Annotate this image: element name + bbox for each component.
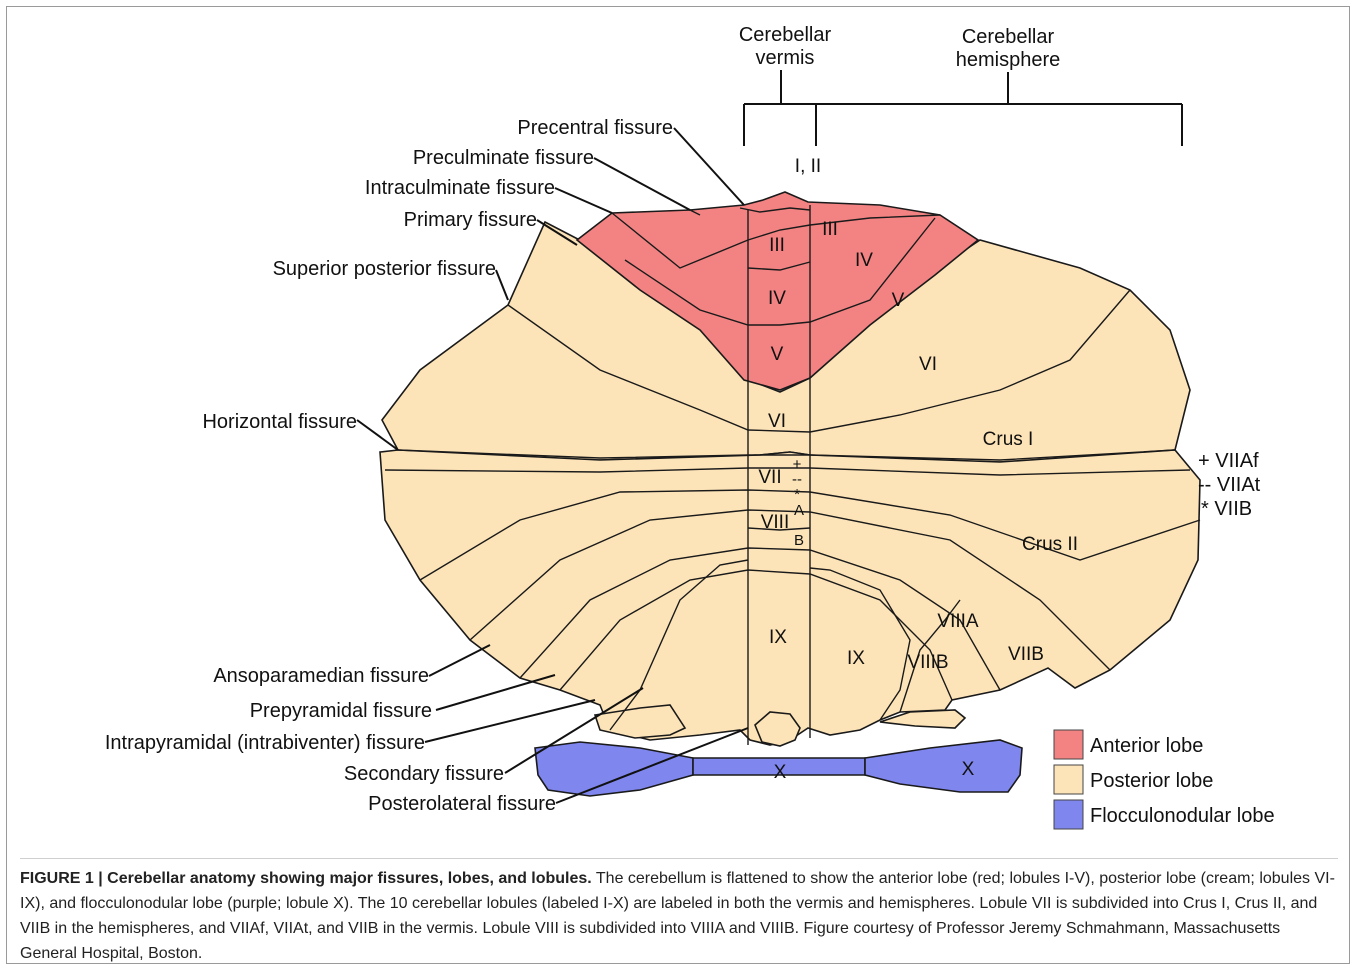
figure-caption: FIGURE 1 | Cerebellar anatomy showing ma…: [20, 866, 1338, 966]
leader-intrapyramidal: [424, 699, 596, 743]
lobule-vii-vermis: VII: [758, 467, 781, 488]
anterior-fissure-2: [689, 209, 701, 216]
lobule-iv-hemisphere: IV: [855, 250, 873, 271]
label-secondary-fissure: Secondary fissure: [344, 763, 504, 785]
lobule-i-ii: I, II: [795, 156, 821, 177]
lobule-ix-hemisphere: IX: [847, 648, 865, 669]
hemisphere-title-line1: Cerebellar: [962, 26, 1055, 48]
fissure-leaders: [356, 127, 749, 804]
vii-fissure-1: [384, 467, 1191, 476]
mark-viiat: --: [792, 471, 802, 488]
lobule-v-vermis: V: [771, 344, 784, 365]
lobule-crus-ii: Crus II: [1022, 534, 1078, 555]
anterior-fissure-3: [624, 217, 936, 326]
leader-preculminate: [593, 157, 691, 211]
label-prepyramidal-fissure: Prepyramidal fissure: [250, 700, 432, 722]
posterior-tonsil-left: [593, 704, 687, 739]
label-ansoparamedian-fissure: Ansoparamedian fissure: [213, 665, 429, 687]
lobule-vi-vermis: VI: [768, 411, 786, 432]
vermis-title-line1: Cerebellar: [739, 24, 832, 46]
flocculonodular-lobe: [534, 739, 1023, 797]
anterior-fissure-5: [747, 261, 811, 271]
superior-posterior-fissure-line: [507, 289, 1131, 433]
lobule-iv-vermis: IV: [768, 288, 786, 309]
hemisphere-title-line2: hemisphere: [956, 49, 1061, 71]
label-primary-fissure: Primary fissure: [404, 209, 537, 231]
key-viiat: -- VIIAt: [1198, 474, 1261, 496]
lobule-viib-hemisphere: VIIB: [1008, 644, 1044, 665]
legend: Anterior lobe Posterior lobe Flocculonod…: [1053, 729, 1275, 830]
ix-fissure-right: [809, 567, 911, 721]
leader-secondary: [504, 687, 644, 774]
posterior-tonsil-right: [879, 709, 967, 729]
caption-body: The cerebellum is flattened to show the …: [20, 870, 1335, 962]
ix-fissure-left: [609, 559, 749, 731]
mark-viiaf: +: [793, 456, 802, 473]
leader-precentral: [673, 127, 745, 206]
mark-viib: *: [794, 486, 800, 503]
lobule-v-hemisphere: V: [892, 290, 905, 311]
leader-primary: [536, 219, 578, 246]
anterior-fissure-4: [739, 207, 811, 213]
key-viiaf: + VIIAf: [1198, 450, 1259, 472]
legend-label-posterior: Posterior lobe: [1090, 770, 1213, 792]
flocculus-left: [534, 741, 694, 797]
viii-fissure-2: [559, 569, 953, 701]
lobule-x-flocculus: X: [962, 759, 975, 780]
viiib-fissure: [899, 599, 961, 713]
legend-label-flocculonodular: Flocculonodular lobe: [1090, 805, 1275, 827]
lobule-iii-hemisphere: III: [822, 219, 838, 240]
flocculus-right: [864, 739, 1023, 793]
legend-label-anterior: Anterior lobe: [1090, 735, 1203, 757]
leader-superior-posterior: [495, 269, 509, 301]
sub-viiib-vermis: B: [794, 532, 804, 549]
lobule-viii-vermis: VIII: [761, 512, 790, 533]
legend-swatch-posterior: [1053, 764, 1084, 795]
legend-swatch-anterior: [1053, 729, 1084, 760]
posterior-nodule-stub: [754, 711, 801, 747]
label-preculminate-fissure: Preculminate fissure: [413, 147, 594, 169]
lobule-viiia-hemisphere: VIIIA: [937, 611, 979, 632]
vii-fissure-2: [419, 489, 1201, 581]
caption-divider: [20, 858, 1338, 859]
label-intraculminate-fissure: Intraculminate fissure: [365, 177, 555, 199]
horizontal-fissure-line: [397, 449, 1176, 461]
caption-title: FIGURE 1 | Cerebellar anatomy showing ma…: [20, 870, 592, 887]
anterior-lobe: [575, 191, 980, 391]
anterior-fissure-1: [611, 212, 941, 269]
vermis-title-line2: vermis: [756, 47, 815, 69]
anterior-lobe-shape: [575, 191, 980, 391]
label-posterolateral-fissure: Posterolateral fissure: [368, 793, 556, 815]
cerebellum-diagram: Cerebellar vermis Cerebellar hemisphere …: [105, 24, 1275, 830]
label-superior-posterior-fissure: Superior posterior fissure: [273, 258, 496, 280]
legend-swatch-flocculonodular: [1053, 799, 1084, 830]
lobule-crus-i: Crus I: [983, 429, 1034, 450]
leader-prepyramidal: [435, 674, 556, 711]
leader-intraculminate: [554, 187, 613, 214]
lobule-ix-vermis: IX: [769, 627, 787, 648]
label-horizontal-fissure: Horizontal fissure: [202, 411, 357, 433]
lobule-viiib-hemisphere: VIIIB: [907, 652, 948, 673]
posterior-lower-body: [379, 449, 1201, 746]
vii-fissure-3: [469, 509, 1111, 671]
viii-fissure-3: [747, 527, 811, 531]
leader-posterolateral: [555, 727, 749, 804]
internal-fissures: [384, 205, 1201, 745]
leader-horizontal: [356, 419, 399, 451]
label-precentral-fissure: Precentral fissure: [517, 117, 673, 139]
sub-viiia-vermis: A: [794, 502, 804, 519]
leader-ansoparamedian: [428, 644, 491, 677]
posterior-lobe: [379, 220, 1201, 747]
lobule-vi-hemisphere: VI: [919, 354, 937, 375]
key-viib: * VIIB: [1201, 498, 1252, 520]
lobule-iii-vermis: III: [769, 235, 785, 256]
lobule-x-nodulus: X: [774, 762, 787, 783]
header-brackets: [743, 70, 1183, 146]
label-intrapyramidal-fissure: Intrapyramidal (intrabiventer) fissure: [105, 732, 425, 754]
